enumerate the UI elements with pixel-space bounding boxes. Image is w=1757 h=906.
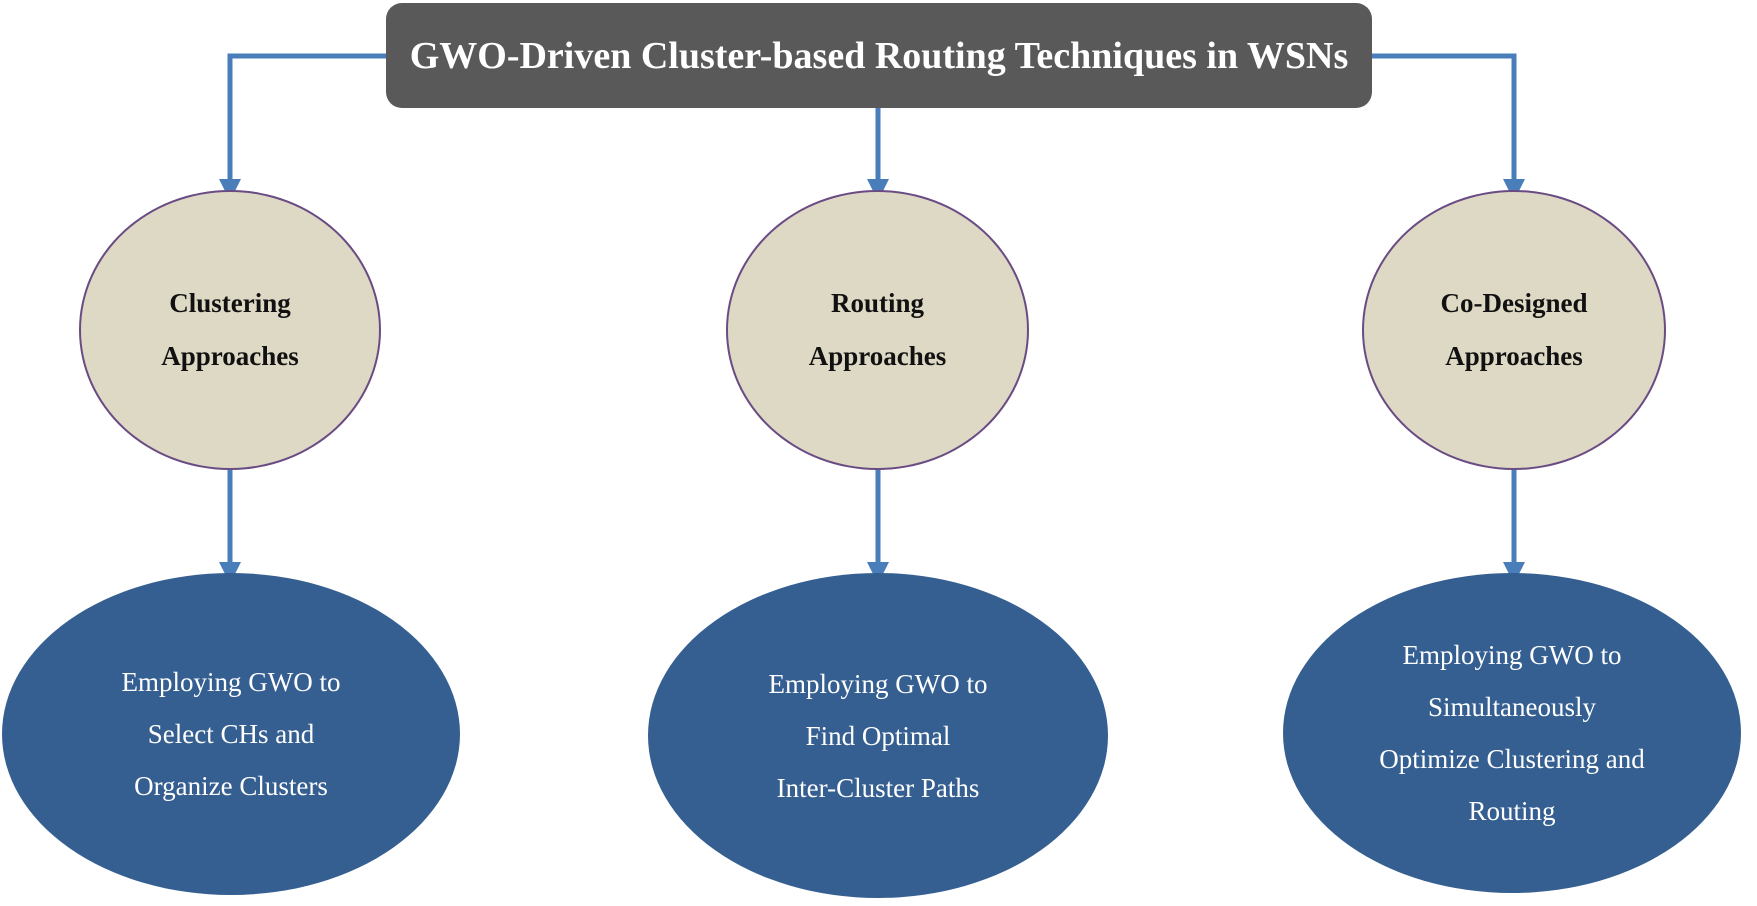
detail-label-line: Inter-Cluster Paths <box>776 772 980 803</box>
detail-label-line: Employing GWO to <box>1402 640 1622 670</box>
connector-header-to-clustering <box>219 53 386 201</box>
category-node-clustering: Clustering Approaches <box>79 190 381 470</box>
detail-label-line: Find Optimal <box>805 720 951 751</box>
connector-header-to-codesigned <box>1372 53 1525 201</box>
detail-label-line: Routing <box>1468 796 1556 826</box>
detail-label-line: Simultaneously <box>1428 692 1596 722</box>
diagram-title: GWO-Driven Cluster-based Routing Techniq… <box>409 34 1349 77</box>
category-label-line: Clustering <box>169 288 291 318</box>
category-label-line: Routing <box>830 288 925 318</box>
title-box: GWO-Driven Cluster-based Routing Techniq… <box>386 3 1372 108</box>
detail-node-routing: Employing GWO to Find Optimal Inter-Clus… <box>648 573 1108 898</box>
detail-label-line: Employing GWO to <box>121 667 341 697</box>
category-label-line: Approaches <box>808 341 947 371</box>
category-label-line: Approaches <box>1445 341 1583 371</box>
detail-label-line: Optimize Clustering and <box>1379 744 1645 774</box>
detail-node-codesigned: Employing GWO to Simultaneously Optimize… <box>1283 573 1741 893</box>
category-node-routing: Routing Approaches <box>726 190 1029 470</box>
detail-node-clustering: Employing GWO to Select CHs and Organize… <box>2 573 460 895</box>
category-label-line: Co-Designed <box>1440 288 1588 318</box>
detail-label-line: Select CHs and <box>147 719 315 749</box>
category-node-codesigned: Co-Designed Approaches <box>1362 190 1666 470</box>
detail-label-line: Employing GWO to <box>768 668 988 699</box>
detail-label-line: Organize Clusters <box>134 771 328 801</box>
category-label-line: Approaches <box>161 341 299 371</box>
